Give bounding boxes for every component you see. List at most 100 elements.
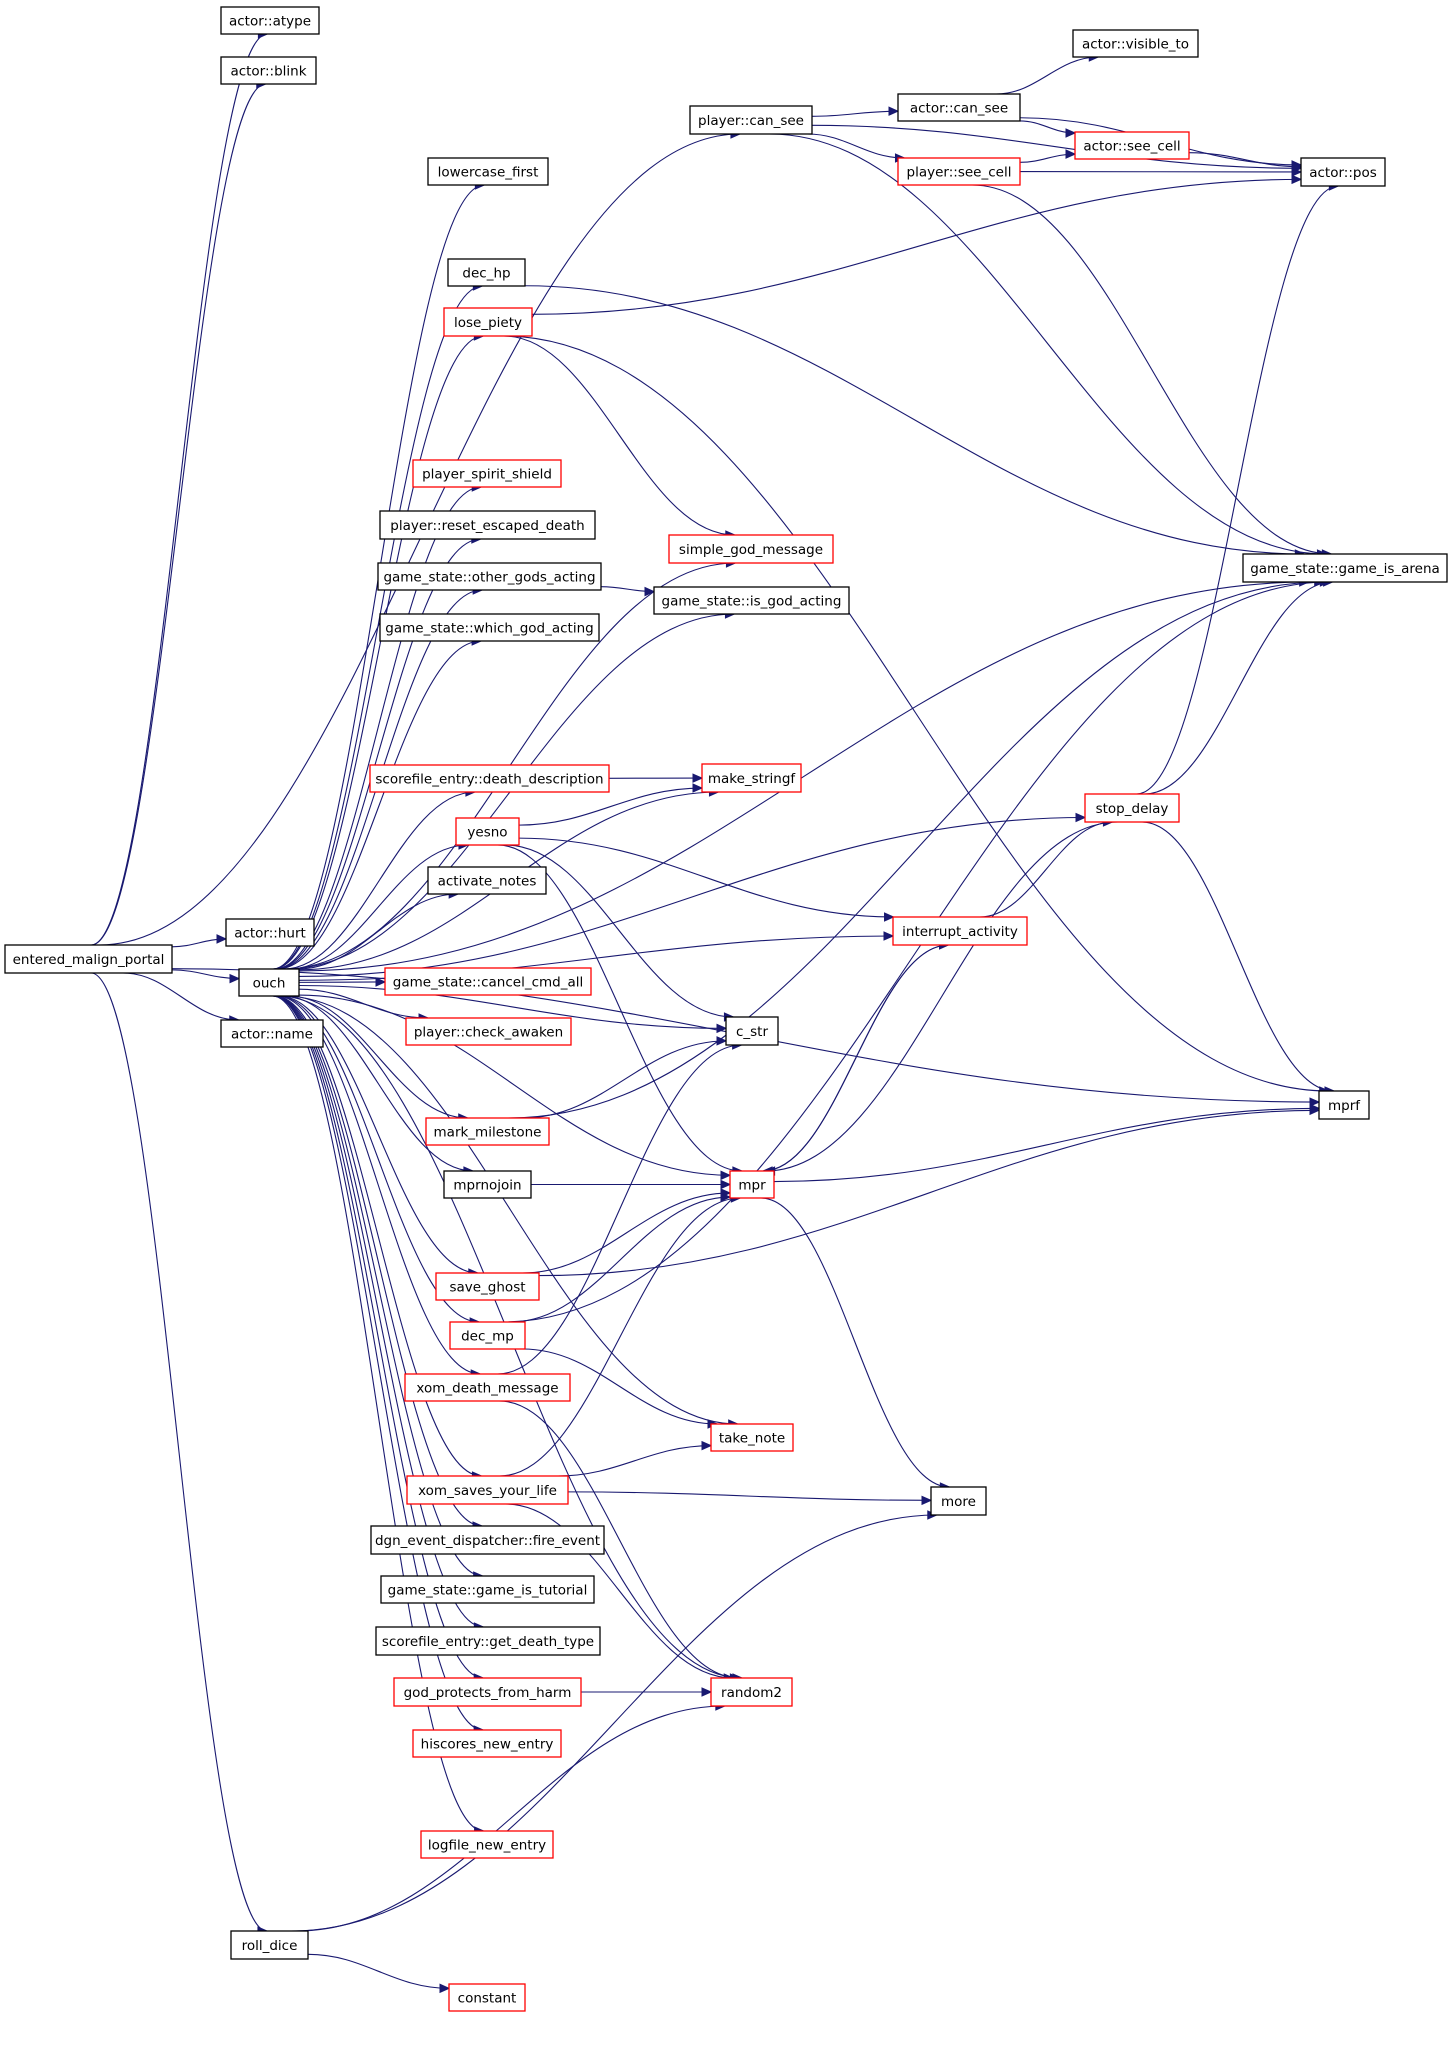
node-blink[interactable]: actor::blink [220, 56, 317, 85]
node-box [725, 1016, 779, 1046]
node-yesno[interactable]: yesno [455, 817, 520, 846]
node-make_stringf[interactable]: make_stringf [701, 763, 802, 793]
node-roll_dice[interactable]: roll_dice [230, 1930, 309, 1960]
node-label: game_state::which_god_acting [385, 621, 593, 637]
node-atype[interactable]: actor::atype [220, 6, 320, 35]
node-cancel_cmd_all[interactable]: game_state::cancel_cmd_all [384, 967, 592, 996]
node-label: actor::name [231, 1027, 313, 1043]
node-box [1074, 131, 1190, 160]
node-mark_milestone[interactable]: mark_milestone [425, 1117, 550, 1146]
edge-actor_can_see-to-actor_visible_to [996, 52, 1100, 95]
node-box [405, 1017, 572, 1046]
edge-roll_dice-to-more [291, 1510, 939, 1932]
node-game_is_tutorial[interactable]: game_state::game_is_tutorial [380, 1575, 595, 1604]
node-is_god_acting[interactable]: game_state::is_god_acting [653, 586, 850, 615]
node-player_see_cell[interactable]: player::see_cell [897, 157, 1021, 186]
node-xom_saves_your_life[interactable]: xom_saves_your_life [406, 1475, 569, 1505]
node-label: c_str [736, 1024, 768, 1040]
node-mprf[interactable]: mprf [1318, 1090, 1370, 1120]
arrow-head [644, 586, 656, 597]
node-dec_mp[interactable]: dec_mp [449, 1321, 526, 1350]
node-more[interactable]: more [930, 1486, 987, 1516]
node-stop_delay[interactable]: stop_delay [1084, 793, 1180, 823]
node-get_death_type[interactable]: scorefile_entry::get_death_type [375, 1626, 601, 1656]
node-hurt[interactable]: actor::hurt [225, 918, 315, 947]
node-random2[interactable]: random2 [710, 1677, 793, 1707]
node-player_spirit_shield[interactable]: player_spirit_shield [412, 459, 562, 488]
node-c_str[interactable]: c_str [725, 1016, 779, 1046]
node-mpr[interactable]: mpr [729, 1170, 775, 1199]
node-box [1084, 793, 1180, 823]
node-label: actor::can_see [910, 101, 1008, 117]
node-entered_malign_portal[interactable]: entered_malign_portal [4, 944, 173, 974]
edge-stop_delay-to-mprf [1141, 821, 1336, 1096]
node-player_can_see[interactable]: player::can_see [689, 105, 813, 135]
node-box [220, 1019, 324, 1048]
node-god_protects_from_harm[interactable]: god_protects_from_harm [393, 1677, 582, 1707]
node-activate_notes[interactable]: activate_notes [427, 866, 547, 895]
node-actor_see_cell[interactable]: actor::see_cell [1074, 131, 1190, 160]
edge-lose_piety-to-mprf [503, 335, 1330, 1096]
node-dec_hp[interactable]: dec_hp [447, 258, 526, 287]
node-label: actor::blink [230, 64, 306, 80]
node-interrupt_activity[interactable]: interrupt_activity [892, 916, 1028, 946]
node-label: mprnojoin [453, 1178, 521, 1194]
node-fire_event[interactable]: dgn_event_dispatcher::fire_event [370, 1525, 605, 1555]
node-box [689, 105, 813, 135]
node-label: player::see_cell [907, 165, 1012, 181]
node-check_awaken[interactable]: player::check_awaken [405, 1017, 572, 1046]
node-lowercase_first[interactable]: lowercase_first [427, 157, 549, 186]
node-ouch[interactable]: ouch [238, 968, 300, 997]
node-box [220, 6, 320, 35]
node-label: mark_milestone [434, 1125, 542, 1141]
node-label: activate_notes [438, 874, 537, 890]
edge-ouch-to-c_str [298, 984, 728, 1034]
arrow-head [439, 1983, 451, 1994]
node-xom_death_message[interactable]: xom_death_message [404, 1373, 571, 1402]
node-actor_pos[interactable]: actor::pos [1300, 157, 1386, 187]
node-box [455, 817, 520, 846]
node-box [668, 534, 834, 564]
node-box [710, 1423, 794, 1452]
node-mprnojoin[interactable]: mprnojoin [443, 1170, 532, 1199]
node-box [1318, 1090, 1370, 1120]
node-game_is_arena[interactable]: game_state::game_is_arena [1242, 553, 1448, 583]
node-box [220, 56, 317, 85]
node-box [427, 866, 547, 895]
edge-entered_malign_portal-to-roll_dice [91, 972, 269, 1936]
node-label: lose_piety [454, 315, 522, 331]
node-box [653, 586, 850, 615]
node-box [892, 916, 1028, 946]
arrow-head [720, 1192, 732, 1202]
edge-actor_can_see-to-actor_see_cell [1019, 120, 1077, 138]
node-box [930, 1486, 987, 1516]
node-death_description[interactable]: scorefile_entry::death_description [369, 764, 610, 793]
edge-other_gods_acting-to-is_god_acting [600, 586, 656, 597]
node-take_note[interactable]: take_note [710, 1423, 794, 1452]
node-which_god_acting[interactable]: game_state::which_god_acting [379, 613, 600, 642]
node-actor_name[interactable]: actor::name [220, 1019, 324, 1048]
node-reset_escaped_death[interactable]: player::reset_escaped_death [379, 510, 596, 540]
node-label: entered_malign_portal [13, 952, 165, 968]
node-box [369, 764, 610, 793]
node-logfile_new_entry[interactable]: logfile_new_entry [420, 1830, 554, 1859]
edge-dec_mp-to-game_is_arena [502, 577, 1331, 1323]
node-label: game_state::is_god_acting [662, 594, 842, 610]
node-simple_god_message[interactable]: simple_god_message [668, 534, 834, 564]
node-box [404, 1373, 571, 1402]
node-label: more [941, 1494, 976, 1510]
node-other_gods_acting[interactable]: game_state::other_gods_acting [377, 562, 602, 591]
node-label: player_spirit_shield [422, 467, 552, 483]
node-constant[interactable]: constant [448, 1983, 526, 2012]
node-actor_can_see[interactable]: actor::can_see [897, 93, 1021, 122]
node-hiscores_new_entry[interactable]: hiscores_new_entry [412, 1729, 562, 1758]
node-save_ghost[interactable]: save_ghost [435, 1272, 540, 1301]
edge-entered_malign_portal-to-ouch [171, 969, 241, 984]
node-label: logfile_new_entry [428, 1838, 546, 1854]
node-box [448, 1983, 526, 2012]
node-box [412, 1729, 562, 1758]
edge-stop_delay-to-game_is_arena [1144, 577, 1334, 795]
node-lose_piety[interactable]: lose_piety [443, 307, 533, 337]
node-label: random2 [721, 1685, 782, 1701]
node-actor_visible_to[interactable]: actor::visible_to [1072, 29, 1199, 58]
